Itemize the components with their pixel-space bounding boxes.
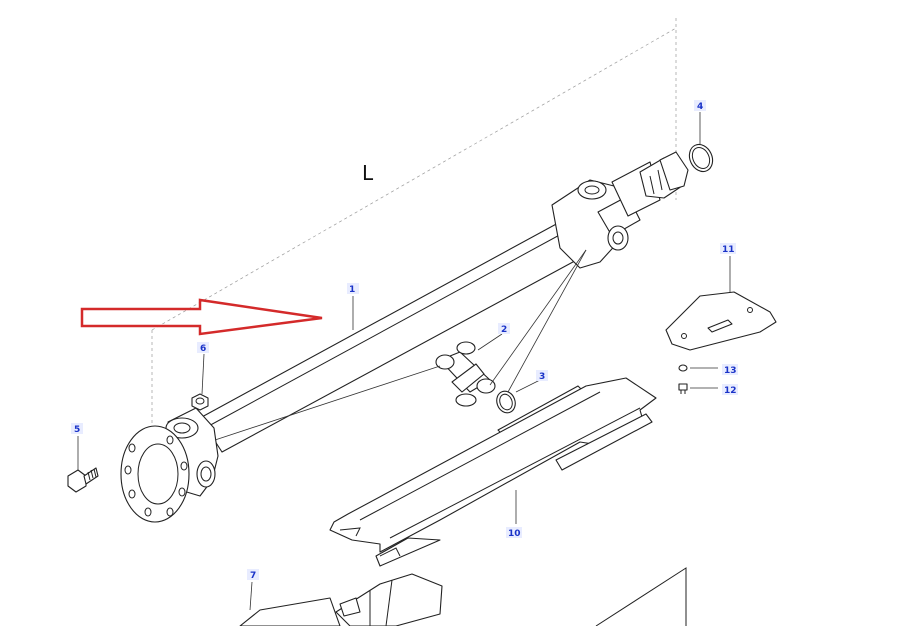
hollow-right-arrow-icon (80, 298, 323, 336)
front-flange-yoke (120, 407, 219, 523)
explode-lines (214, 249, 587, 441)
callout-5: 5 (74, 425, 80, 435)
callout-7: 7 (250, 571, 256, 581)
screw-part-12 (678, 383, 688, 394)
circlip-part-3 (496, 390, 516, 414)
washer-part-13 (678, 364, 688, 372)
callout-4: 4 (697, 102, 703, 112)
dimension-label-L: L (362, 161, 374, 185)
callout-1: 1 (349, 285, 355, 295)
callout-6: 6 (200, 344, 206, 354)
callout-leaders (77, 112, 731, 611)
splined-stub-shaft (639, 151, 689, 199)
callout-3: 3 (539, 372, 545, 382)
callout-11: 11 (722, 245, 735, 255)
bolt-part-5 (67, 467, 99, 493)
bottom-bracket-part-7 (239, 567, 687, 626)
o-ring-part-4 (688, 143, 714, 173)
spider-cross-part-2 (435, 341, 496, 407)
callout-10: 10 (508, 529, 521, 539)
nut-part-6 (191, 393, 209, 411)
callout-2: 2 (501, 325, 507, 335)
rear-universal-joint (551, 161, 661, 269)
cover-plate-part-11 (665, 291, 777, 351)
callout-13: 13 (724, 366, 737, 376)
bracket-strip-part-10 (329, 377, 657, 567)
callout-12: 12 (724, 386, 737, 396)
